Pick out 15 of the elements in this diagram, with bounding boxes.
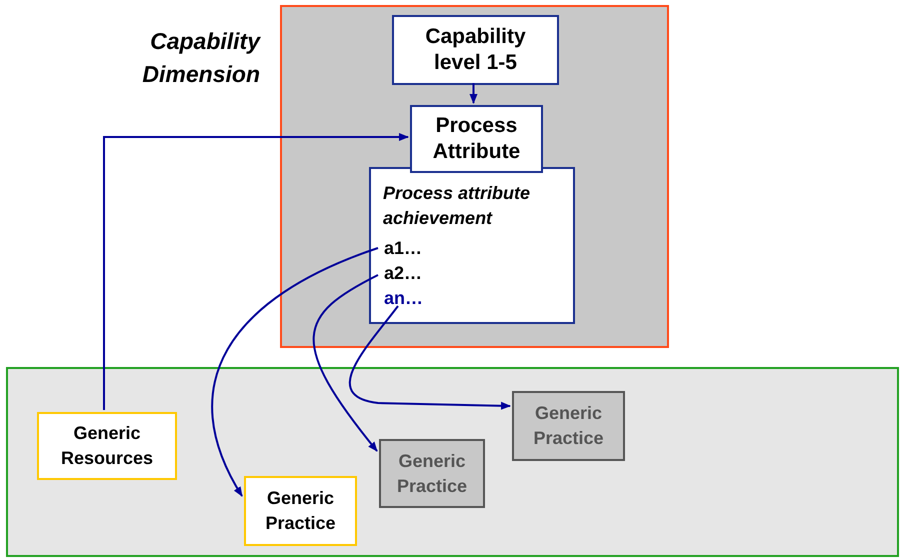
generic-practice-box: Generic Practice [244, 476, 357, 546]
arrow [470, 83, 478, 104]
generic-resources-box: Generic Resources [37, 412, 177, 480]
outcome-text: an… [384, 286, 434, 310]
outcome-text: a2… [384, 261, 434, 285]
outcome-text: a1… [384, 236, 434, 260]
generic-practice-box: Generic Practice [379, 439, 485, 508]
arrow [103, 133, 409, 410]
capability-level-box: Capability level 1-5 [392, 15, 559, 85]
dimension-heading: Capability Dimension [141, 27, 260, 89]
achievement-box [369, 167, 575, 324]
generic-practice-box: Generic Practice [512, 391, 625, 461]
generic-panel [6, 367, 899, 557]
process-attribute-box: Process Attribute [410, 105, 543, 173]
arrow [349, 305, 511, 410]
